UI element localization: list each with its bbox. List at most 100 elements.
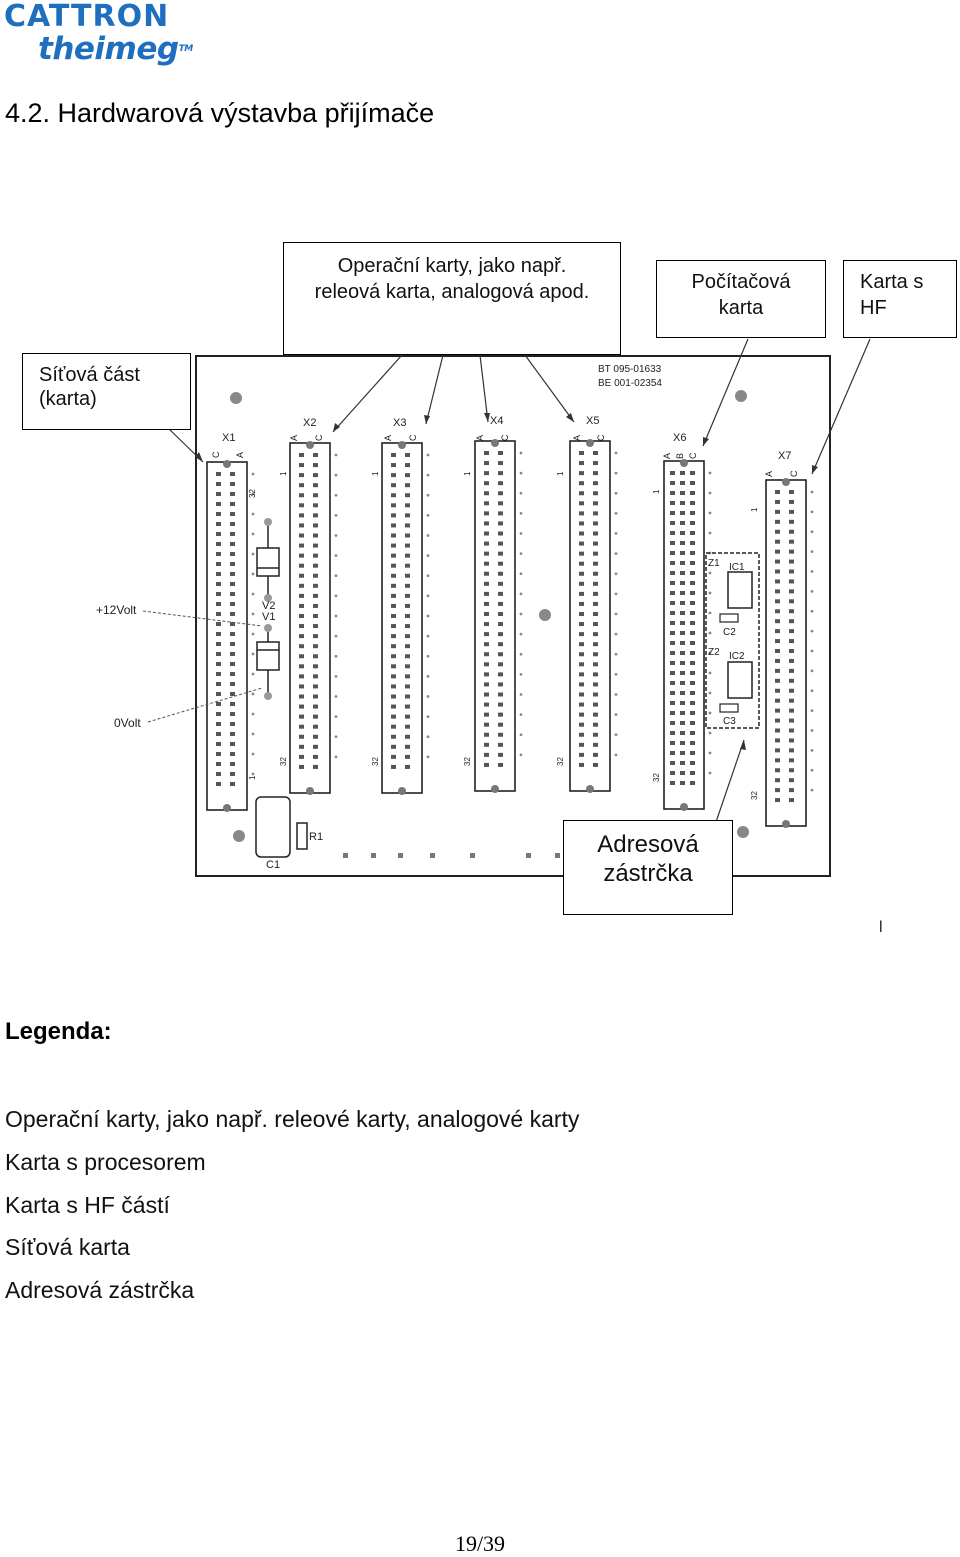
solder-dot xyxy=(334,453,338,457)
connector-pin xyxy=(230,672,235,676)
connector-pin xyxy=(230,722,235,726)
solder-dot xyxy=(426,594,430,598)
connector-pin xyxy=(670,631,675,635)
solder-dot xyxy=(334,513,338,517)
connector-pin xyxy=(690,651,695,655)
solder-dot xyxy=(519,491,523,495)
slot-eyelet xyxy=(491,785,499,793)
arrow-to-x5 xyxy=(524,354,575,423)
connector-pin xyxy=(313,503,318,508)
connector-pin xyxy=(484,672,489,677)
pin-letter-b: B xyxy=(675,453,685,459)
connector-pin xyxy=(593,682,598,687)
connector-pin xyxy=(789,678,794,683)
solder-dot xyxy=(334,574,338,578)
connector-pin xyxy=(789,768,794,773)
connector-pin xyxy=(230,752,235,756)
board-id-1: BT 095-01633 xyxy=(598,364,662,375)
solder-dot xyxy=(426,574,430,578)
connector-pin xyxy=(405,603,410,608)
connector-pin xyxy=(391,513,396,518)
connector-pin xyxy=(484,652,489,657)
arrow-head xyxy=(195,452,203,462)
connector-pin xyxy=(405,553,410,558)
connector-pin xyxy=(498,481,503,486)
connector-pin xyxy=(230,652,235,656)
connector-pin xyxy=(775,539,780,544)
connector-pin xyxy=(670,521,675,525)
connector-pin xyxy=(593,672,598,677)
connector-pin xyxy=(216,772,221,776)
pin-letter-c: C xyxy=(314,434,324,441)
connector-pin xyxy=(775,549,780,554)
connector-pin xyxy=(680,681,685,685)
connector-pin xyxy=(230,682,235,686)
connector-pin xyxy=(391,523,396,528)
solder-dot xyxy=(426,493,430,497)
connector-pin xyxy=(216,682,221,686)
connector-pin xyxy=(593,461,598,466)
connector-pin xyxy=(216,732,221,736)
connector-pin xyxy=(230,492,235,496)
legend-item: Karta s HF částí xyxy=(5,1192,170,1218)
connector-pin xyxy=(670,651,675,655)
connector-pin xyxy=(789,539,794,544)
connector-pin xyxy=(484,762,489,767)
solder-dot xyxy=(708,491,712,495)
connector-pin xyxy=(498,551,503,556)
callout-operacni-text: Operační karty, jako např. releová karta… xyxy=(314,255,590,303)
connector-pin xyxy=(484,531,489,536)
connector-pin xyxy=(299,523,304,528)
connector-pin xyxy=(690,551,695,555)
connector-pin xyxy=(299,603,304,608)
connector-pin xyxy=(391,634,396,639)
connector-pin xyxy=(690,521,695,525)
connector-pin xyxy=(230,622,235,626)
connector-pin xyxy=(670,581,675,585)
connector-pin xyxy=(391,533,396,538)
voltage-12v-label: +12Volt xyxy=(96,603,137,617)
connector-pin xyxy=(313,614,318,618)
connector-pin xyxy=(593,642,598,647)
slot-eyelet xyxy=(398,441,406,449)
solder-dot xyxy=(519,753,523,757)
connector-pin xyxy=(498,541,503,546)
connector-pin xyxy=(484,722,489,727)
slot-eyelet xyxy=(586,439,594,447)
connector-pin xyxy=(313,644,318,649)
connector-pin xyxy=(593,692,598,697)
connector-pin xyxy=(391,453,396,457)
connector-pin xyxy=(579,571,584,576)
solder-dot xyxy=(426,534,430,537)
connector-pin xyxy=(313,704,318,709)
connector-pin xyxy=(775,490,780,494)
connector-pin xyxy=(216,662,221,666)
logo-trademark: TM xyxy=(178,44,194,54)
connector-pin xyxy=(484,581,489,586)
connector-pin xyxy=(313,654,318,659)
connector-pin xyxy=(670,601,675,605)
connector-pin xyxy=(313,764,318,769)
solder-dot xyxy=(708,671,712,675)
connector-pin xyxy=(775,629,780,634)
solder-dot xyxy=(426,654,430,658)
connector-pin xyxy=(498,682,503,687)
connector-pin xyxy=(313,493,318,498)
connector-pin xyxy=(593,581,598,586)
connector-pin xyxy=(670,611,675,615)
connector-pin xyxy=(230,772,235,776)
connector-pin xyxy=(391,624,396,629)
connector-pin xyxy=(593,712,598,717)
connector-pin xyxy=(391,704,396,709)
connector-pin xyxy=(230,762,235,766)
capacitor-c1 xyxy=(255,796,291,858)
pad xyxy=(555,853,560,858)
connector-pin xyxy=(775,678,780,683)
connector-pin xyxy=(789,569,794,574)
connector-pin xyxy=(680,561,685,565)
connector-pin xyxy=(484,471,489,476)
connector-pin xyxy=(313,714,318,719)
solder-dot xyxy=(614,632,618,636)
connector-pin xyxy=(690,741,695,745)
connector-pin xyxy=(216,552,221,556)
